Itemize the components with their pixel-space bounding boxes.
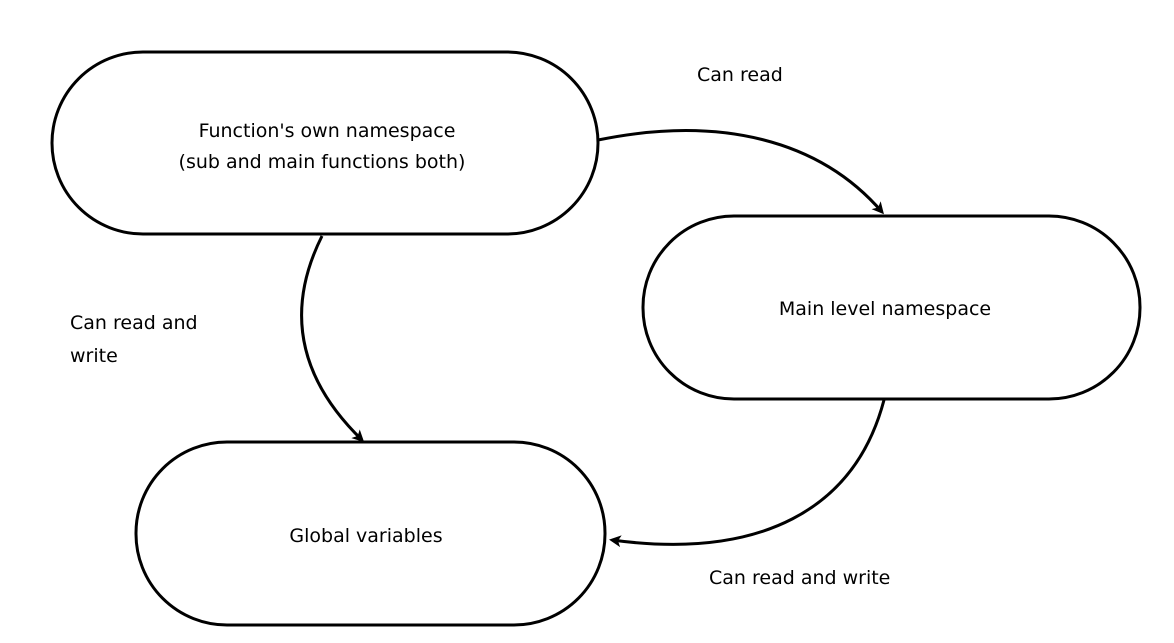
node-global-variables: Global variables bbox=[134, 440, 607, 627]
node-function-namespace-shape bbox=[50, 50, 600, 236]
node-global-variables-shape bbox=[134, 440, 607, 627]
edge-function-to-global bbox=[300, 235, 365, 443]
edge-main-to-global bbox=[609, 399, 886, 548]
edge-function-to-main bbox=[597, 129, 884, 215]
node-function-namespace-label-line2: (sub and main functions both) bbox=[179, 151, 466, 173]
edge-function-to-main-label: Can read bbox=[697, 64, 783, 86]
edge-main-to-global-label: Can read and write bbox=[709, 567, 890, 589]
node-main-level-namespace-shape bbox=[641, 214, 1142, 401]
node-function-namespace: Function's own namespace (sub and main f… bbox=[50, 50, 600, 236]
edge-function-to-global-label-line1: Can read and bbox=[70, 312, 198, 334]
node-function-namespace-label-line1: Function's own namespace bbox=[199, 120, 456, 142]
node-main-level-namespace-label: Main level namespace bbox=[779, 298, 991, 320]
node-main-level-namespace: Main level namespace bbox=[641, 214, 1142, 401]
node-global-variables-label: Global variables bbox=[289, 525, 442, 547]
edge-function-to-global-label-line2: write bbox=[70, 345, 118, 367]
